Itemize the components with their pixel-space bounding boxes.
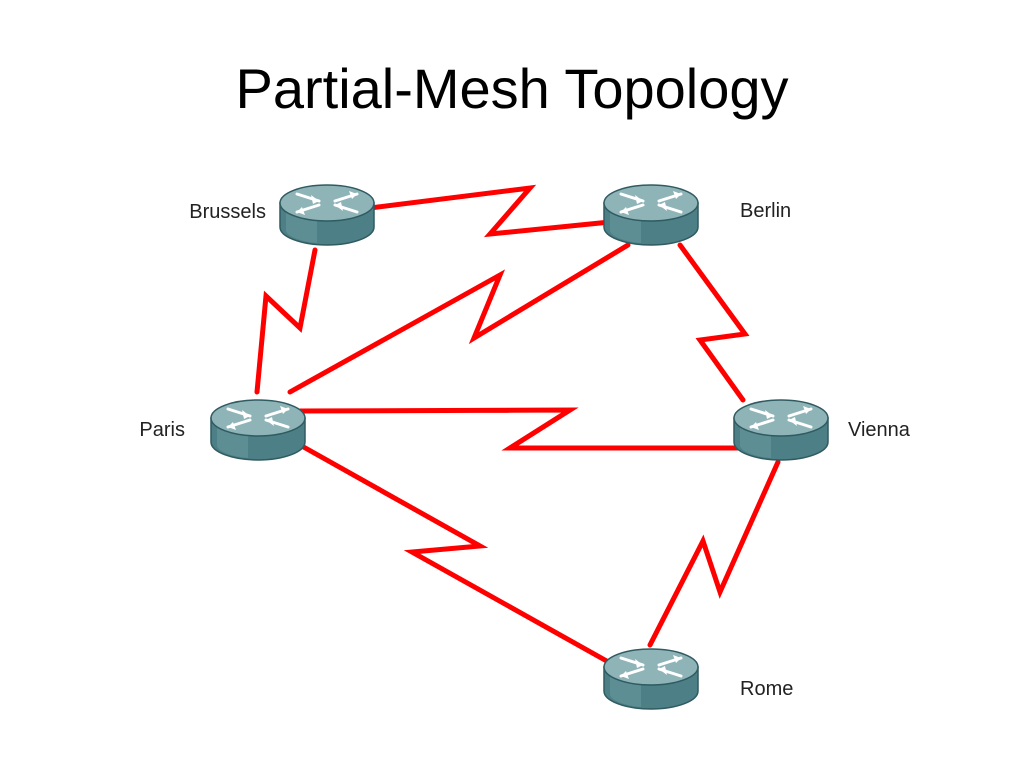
- router-icon: [279, 184, 375, 246]
- link-paris-vienna: [297, 407, 743, 451]
- node-brussels: Brussels: [189, 184, 375, 246]
- link-paris-berlin: [287, 242, 631, 395]
- router-icon: [733, 399, 829, 461]
- link-vienna-rome: [647, 459, 781, 648]
- node-vienna: Vienna: [733, 399, 911, 461]
- node-label-rome: Rome: [740, 678, 793, 700]
- router-icon: [603, 184, 699, 246]
- link-paris-rome: [297, 442, 615, 667]
- link-brussels-paris: [254, 247, 318, 395]
- link-berlin-vienna: [677, 242, 750, 403]
- node-label-berlin: Berlin: [740, 200, 791, 222]
- links-layer: [254, 184, 781, 667]
- router-icon: [603, 648, 699, 710]
- node-berlin: Berlin: [603, 184, 791, 246]
- node-paris: Paris: [139, 399, 306, 461]
- node-label-paris: Paris: [139, 419, 185, 441]
- node-label-brussels: Brussels: [189, 201, 266, 223]
- node-rome: Rome: [603, 648, 793, 710]
- node-label-vienna: Vienna: [848, 419, 911, 441]
- link-brussels-berlin: [367, 184, 613, 238]
- router-icon: [210, 399, 306, 461]
- page-title: Partial-Mesh Topology: [235, 57, 789, 120]
